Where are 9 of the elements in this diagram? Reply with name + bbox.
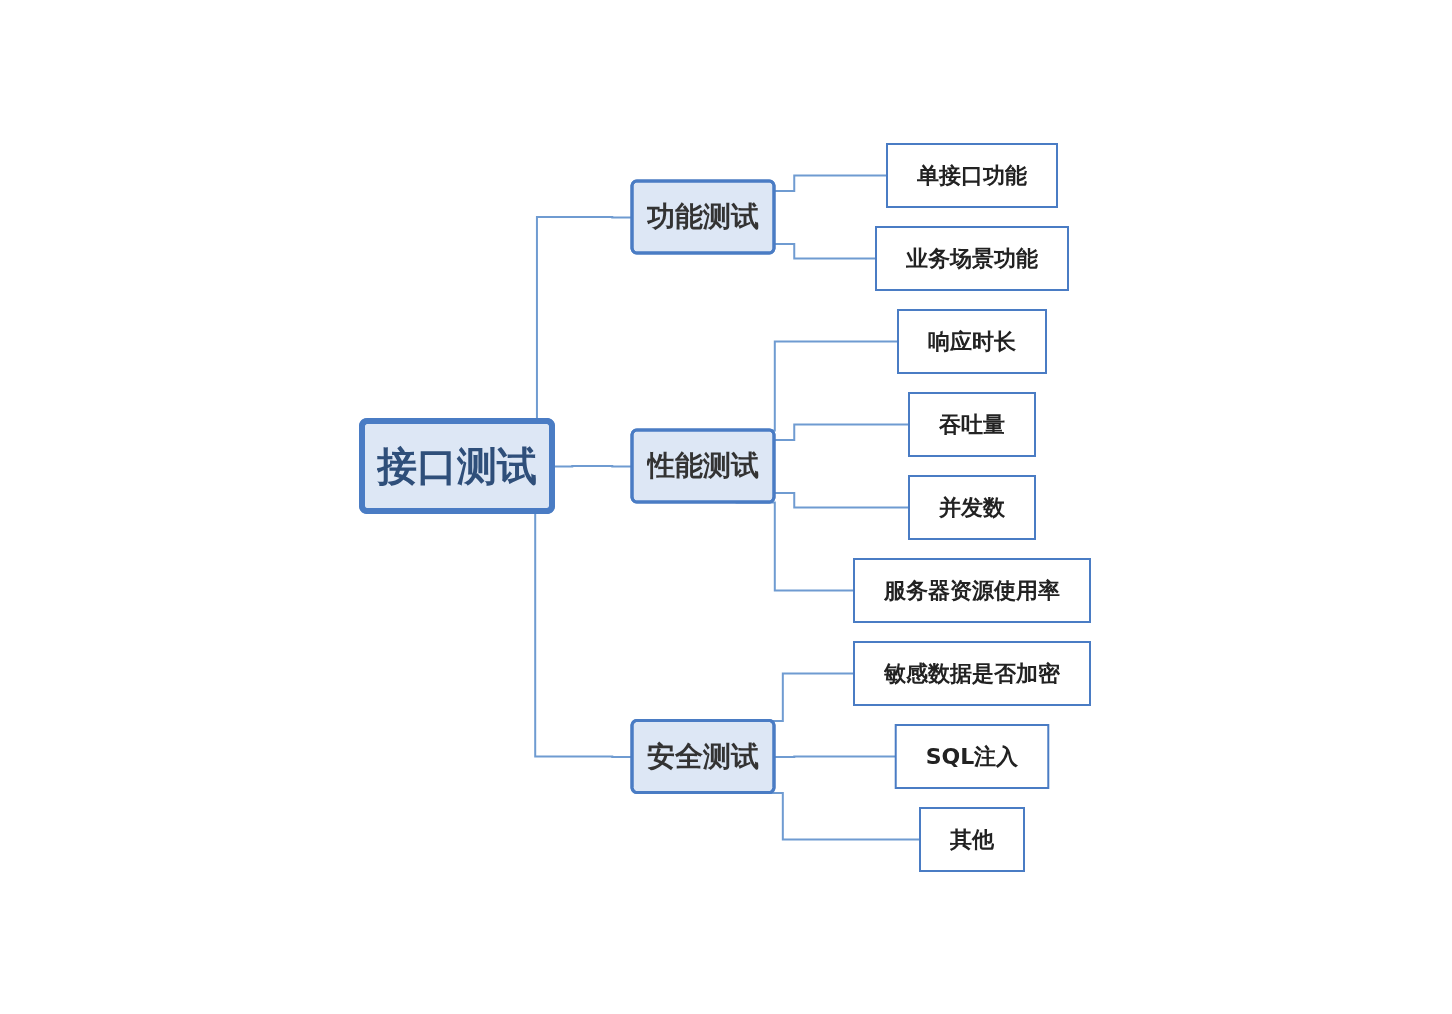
node-box: 其他 <box>919 806 1025 872</box>
node-box: 敏感数据是否加密 <box>853 640 1091 706</box>
node-box: 单接口功能 <box>886 142 1058 208</box>
node-box: 并发数 <box>908 474 1036 540</box>
node-box: 业务场景功能 <box>875 225 1069 291</box>
node-box: 服务器资源使用率 <box>853 557 1091 623</box>
node-box: 吞吐量 <box>908 391 1036 457</box>
node-box: 响应时长 <box>897 308 1047 374</box>
node-box: SQL注入 <box>894 723 1050 789</box>
